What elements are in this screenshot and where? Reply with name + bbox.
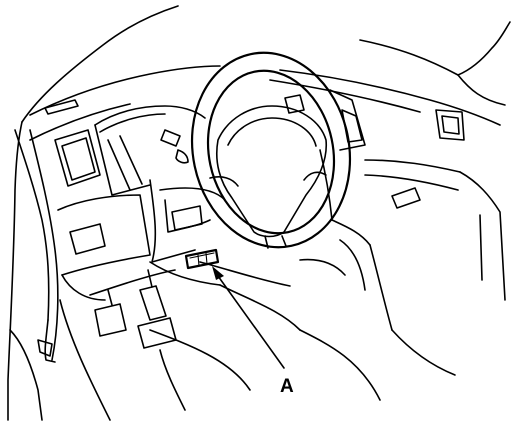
callout-a-line xyxy=(217,275,285,369)
callout-a-label: A xyxy=(280,376,294,397)
footwell xyxy=(59,261,381,421)
arrow-pointer-icon xyxy=(212,266,224,280)
steering-wheel xyxy=(190,51,352,249)
left-air-vent xyxy=(54,129,101,187)
lower-dash-left xyxy=(57,194,176,301)
connector-a xyxy=(184,248,220,270)
right-dashboard xyxy=(364,109,506,301)
left-door-panel xyxy=(9,129,59,421)
dashboard-top xyxy=(29,65,501,141)
pedals xyxy=(94,269,177,349)
instrument-cluster-hood xyxy=(94,105,206,196)
windshield-frame xyxy=(7,5,511,421)
center-console xyxy=(299,89,456,376)
callout-a-leader xyxy=(212,266,285,369)
